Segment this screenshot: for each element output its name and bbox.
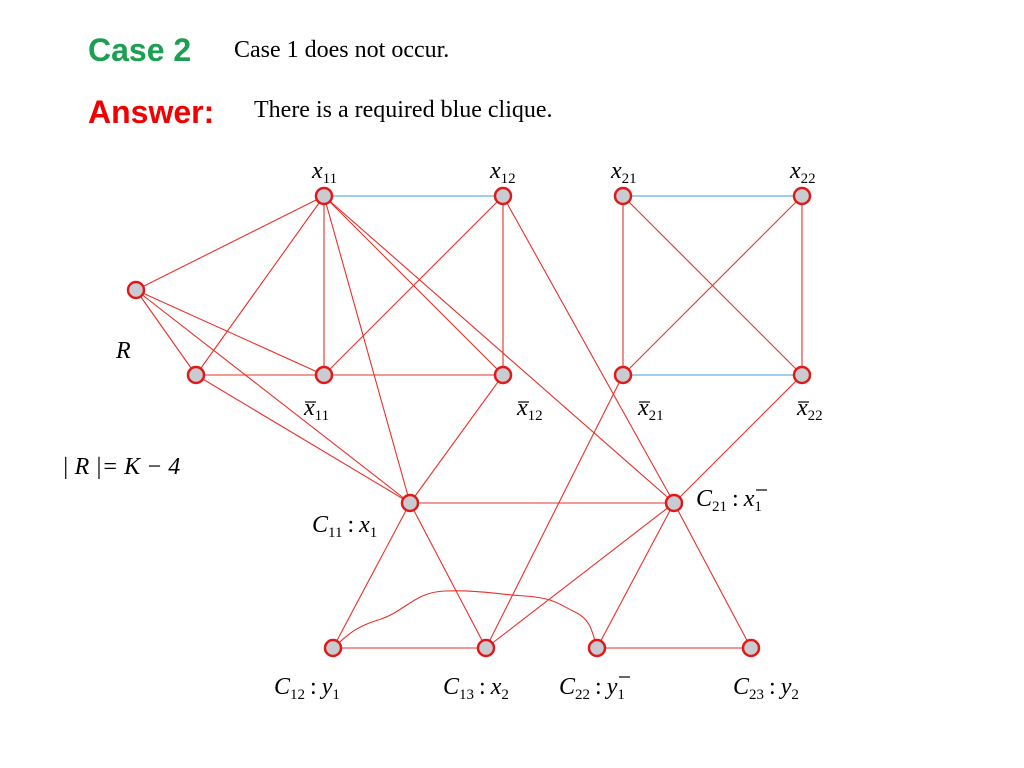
node-R_top: [126, 280, 146, 300]
edge-c21-c23: [673, 502, 752, 649]
label-x12: x12: [489, 158, 516, 187]
node-nx11: [314, 365, 334, 385]
label-x11: x11: [311, 158, 337, 187]
case-heading: Case 2: [88, 32, 192, 68]
node-c23: [741, 638, 761, 658]
node-layer: [126, 186, 812, 658]
case-statement: Case 1 does not occur.: [234, 37, 450, 63]
label-R: R: [115, 338, 131, 364]
svg-text:x22: x22: [796, 395, 823, 424]
svg-text:x12: x12: [489, 158, 516, 187]
svg-text:C21:x1: C21:x1: [696, 486, 762, 515]
svg-text:C12:y1: C12:y1: [274, 674, 340, 703]
label-not-x22: x22: [796, 395, 823, 424]
node-nx21: [613, 365, 633, 385]
edge-R_bottom-x11: [195, 195, 325, 376]
label-not-x11: x11: [303, 395, 329, 424]
svg-text:x12: x12: [516, 395, 543, 424]
edge-x11-c21: [323, 195, 675, 504]
node-c11: [400, 493, 420, 513]
node-R_bottom: [186, 365, 206, 385]
edge-R_top-nx11: [135, 289, 325, 376]
svg-text:| R |=K − 4: | R |=K − 4: [62, 454, 180, 480]
svg-text:x21: x21: [610, 158, 637, 187]
edge-layer: [135, 195, 803, 649]
edge-R_top-R_bottom: [135, 289, 197, 376]
label-c22: C22:y1: [559, 674, 630, 703]
node-c12: [323, 638, 343, 658]
node-x12: [493, 186, 513, 206]
label-not-x21: x21: [637, 395, 664, 424]
edge-x22-nx21: [622, 195, 803, 376]
edge-x11-c11: [323, 195, 411, 504]
node-nx22: [792, 365, 812, 385]
node-x22: [792, 186, 812, 206]
answer-statement: There is a required blue clique.: [254, 97, 553, 123]
edge-c12-c22: [332, 590, 598, 649]
label-c11: C11:x1: [312, 512, 377, 541]
edge-R_bottom-c11: [195, 374, 411, 504]
svg-text:C23:y2: C23:y2: [733, 674, 799, 703]
label-R-size: | R |=K − 4: [62, 454, 180, 480]
label-c12: C12:y1: [274, 674, 340, 703]
label-c13: C13:x2: [443, 674, 509, 703]
svg-text:x21: x21: [637, 395, 664, 424]
svg-text:C13:x2: C13:x2: [443, 674, 509, 703]
svg-text:x11: x11: [303, 395, 329, 424]
svg-text:x22: x22: [789, 158, 816, 187]
label-not-x12: x12: [516, 395, 543, 424]
svg-text:C11:x1: C11:x1: [312, 512, 377, 541]
edge-nx22-c21: [673, 374, 803, 504]
edge-R_top-c11: [135, 289, 411, 504]
edge-c21-c22: [596, 502, 675, 649]
answer-heading: Answer:: [88, 94, 215, 130]
node-c22: [587, 638, 607, 658]
label-x21: x21: [610, 158, 637, 187]
node-c21: [664, 493, 684, 513]
label-c21: C21:x1: [696, 486, 767, 515]
label-c23: C23:y2: [733, 674, 799, 703]
edge-x12-c21: [502, 195, 675, 504]
svg-text:C22:y1: C22:y1: [559, 674, 625, 703]
edge-x12-nx11: [323, 195, 504, 376]
edge-c11-c13: [409, 502, 487, 649]
edge-c21-c13: [485, 502, 675, 649]
edge-nx12-c11: [409, 374, 504, 504]
node-nx12: [493, 365, 513, 385]
node-x21: [613, 186, 633, 206]
node-c13: [476, 638, 496, 658]
edge-nx21-c13: [485, 374, 624, 649]
edge-c11-c12: [332, 502, 411, 649]
edge-R_top-x11: [135, 195, 325, 291]
label-x22: x22: [789, 158, 816, 187]
svg-text:x11: x11: [311, 158, 337, 187]
node-x11: [314, 186, 334, 206]
